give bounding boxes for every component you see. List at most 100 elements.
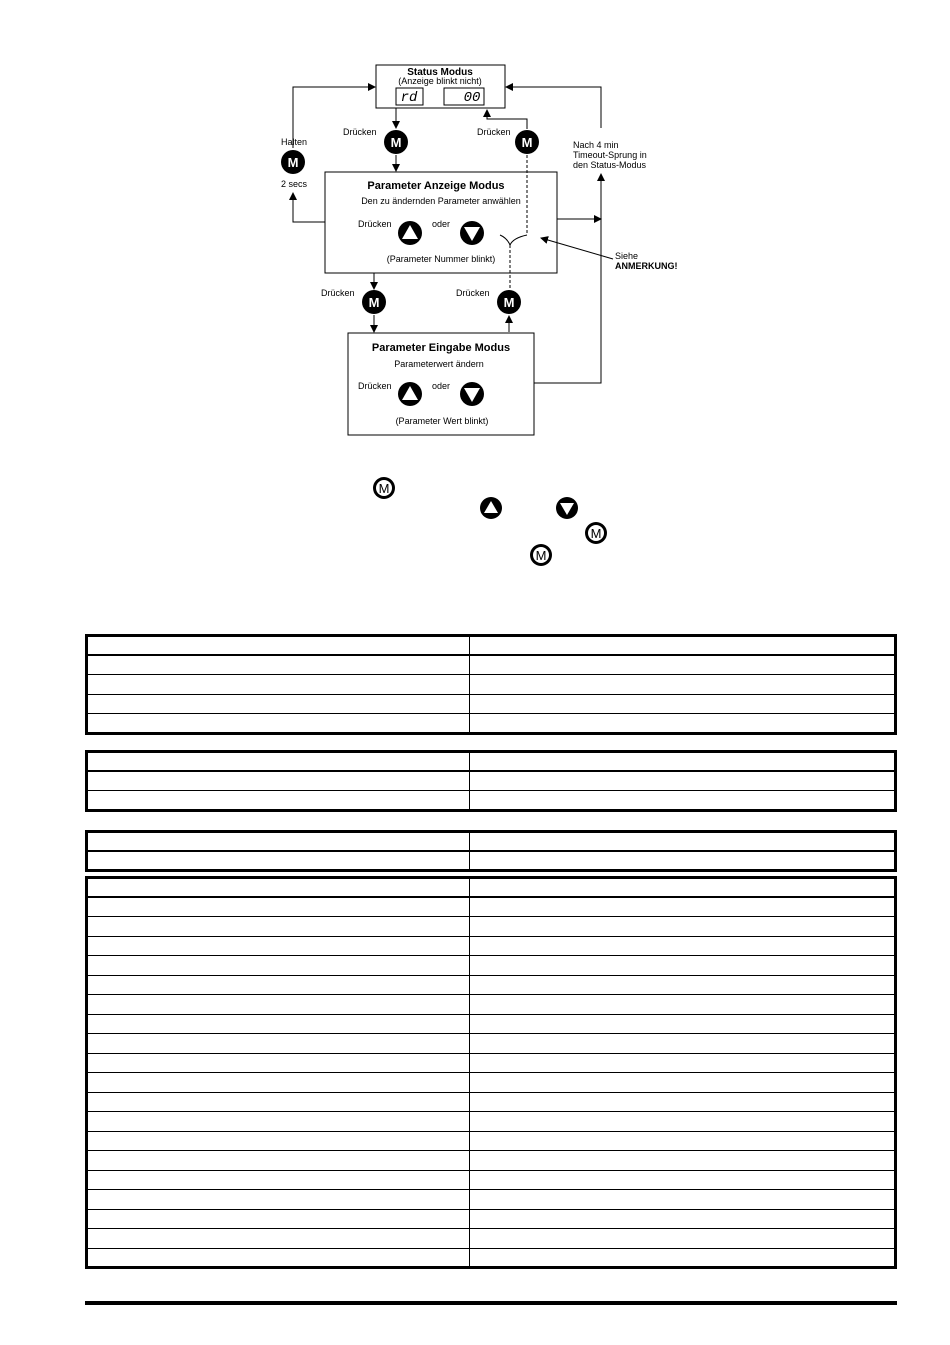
- table-cell: [86, 1072, 470, 1093]
- param-entry-press: Drücken: [358, 381, 392, 391]
- table-row: [86, 916, 896, 937]
- svg-text:2 secs: 2 secs: [281, 179, 308, 189]
- table-cell: [469, 1247, 896, 1268]
- table-cell: [86, 654, 470, 675]
- param-entry-note: (Parameter Wert blinkt): [396, 416, 489, 426]
- table-row: [86, 1130, 896, 1151]
- diagram-arrows: [289, 83, 614, 384]
- table-cell: [86, 1247, 470, 1268]
- table-row: [86, 1208, 896, 1229]
- svg-text:Halten: Halten: [281, 137, 307, 147]
- table-cell: [469, 674, 896, 695]
- param-display-press: Drücken: [358, 219, 392, 229]
- table-row: [86, 1169, 896, 1190]
- table-cell: [469, 693, 896, 714]
- table-cell: [469, 1189, 896, 1210]
- parameter-display-mode-box: Parameter Anzeige Modus Den zu ändernden…: [324, 171, 558, 274]
- table-cell: [86, 1150, 470, 1171]
- table-cell: [469, 1228, 896, 1249]
- table-cell: [86, 974, 470, 995]
- table-cell: [86, 877, 470, 898]
- status-mode-subtitle: (Anzeige blinkt nicht): [398, 76, 482, 86]
- table-cell: [469, 1033, 896, 1054]
- table-cell: [86, 751, 470, 772]
- see-note-label: Siehe ANMERKUNG!: [615, 251, 678, 271]
- table-cell: [86, 1130, 470, 1151]
- table-row: [86, 831, 896, 852]
- param-entry-or: oder: [432, 381, 450, 391]
- table-row: [86, 674, 896, 695]
- param-entry-subtitle: Parameterwert ändern: [394, 359, 484, 369]
- table-cell: [86, 1052, 470, 1073]
- svg-text:Siehe: Siehe: [615, 251, 638, 261]
- svg-text:M: M: [379, 481, 390, 496]
- table-cell: [469, 713, 896, 734]
- table-cell: [86, 1111, 470, 1132]
- status-mode-box: Status Modus (Anzeige blinkt nicht) rd 0…: [375, 64, 506, 109]
- table-row: [86, 1091, 896, 1112]
- m-key-icon: [281, 150, 305, 174]
- table-cell: [86, 635, 470, 656]
- table-cell: [469, 1072, 896, 1093]
- table-row: [86, 790, 896, 811]
- table-row: [86, 994, 896, 1015]
- table-cell: [469, 1208, 896, 1229]
- table-cell: [469, 1150, 896, 1171]
- svg-text:M: M: [391, 135, 402, 150]
- svg-text:den Status-Modus: den Status-Modus: [573, 160, 647, 170]
- svg-text:Timeout-Sprung in: Timeout-Sprung in: [573, 150, 647, 160]
- table-row: [86, 1228, 896, 1249]
- svg-text:M: M: [522, 135, 533, 150]
- table-cell: [86, 916, 470, 937]
- table-row: [86, 974, 896, 995]
- table-cell: [469, 790, 896, 811]
- table-row: [86, 877, 896, 898]
- table-cell: [469, 896, 896, 917]
- table-cell: [469, 974, 896, 995]
- keypad-navigation-diagram: Status Modus (Anzeige blinkt nicht) rd 0…: [281, 64, 678, 566]
- table-row: [86, 1189, 896, 1210]
- table-cell: [469, 850, 896, 871]
- timeout-label: Nach 4 min Timeout-Sprung in den Status-…: [573, 140, 647, 170]
- right-display-text: 00: [464, 90, 481, 106]
- svg-text:M: M: [591, 526, 602, 541]
- inline-m-key-2: M: [585, 522, 607, 544]
- m-key-icon: [515, 130, 539, 154]
- table-cell: [86, 770, 470, 791]
- table-row: [86, 896, 896, 917]
- table-row: [86, 693, 896, 714]
- table-cell: [469, 935, 896, 956]
- table-cell: [86, 935, 470, 956]
- table-cell: [469, 770, 896, 791]
- table-row: [86, 850, 896, 871]
- table-cell: [86, 1091, 470, 1112]
- table-row: [86, 1052, 896, 1073]
- m-key-icon: [497, 290, 521, 314]
- param-display-title: Parameter Anzeige Modus: [367, 180, 504, 192]
- table-cell: [86, 693, 470, 714]
- svg-text:Drücken: Drücken: [456, 288, 490, 298]
- m-key-status-to-display: Drücken M: [343, 127, 408, 154]
- left-display-text: rd: [401, 90, 418, 106]
- status-mode-title: Status Modus: [407, 67, 473, 78]
- table-cell: [86, 831, 470, 852]
- table-cell: [86, 896, 470, 917]
- parameter-table: [85, 830, 897, 872]
- m-key-icon: [362, 290, 386, 314]
- table-cell: [86, 955, 470, 976]
- inline-m-key-1: M: [373, 477, 395, 499]
- param-display-note: (Parameter Nummer blinkt): [387, 254, 496, 264]
- table-cell: [469, 1169, 896, 1190]
- table-cell: [86, 1228, 470, 1249]
- footer-rule: [85, 1301, 897, 1305]
- table-row: [86, 770, 896, 791]
- table-cell: [86, 1169, 470, 1190]
- table-cell: [86, 790, 470, 811]
- param-entry-title: Parameter Eingabe Modus: [372, 342, 510, 354]
- table-cell: [469, 1052, 896, 1073]
- table-row: [86, 654, 896, 675]
- table-cell: [469, 1130, 896, 1151]
- parameter-table: [85, 750, 897, 812]
- table-cell: [469, 994, 896, 1015]
- table-cell: [86, 713, 470, 734]
